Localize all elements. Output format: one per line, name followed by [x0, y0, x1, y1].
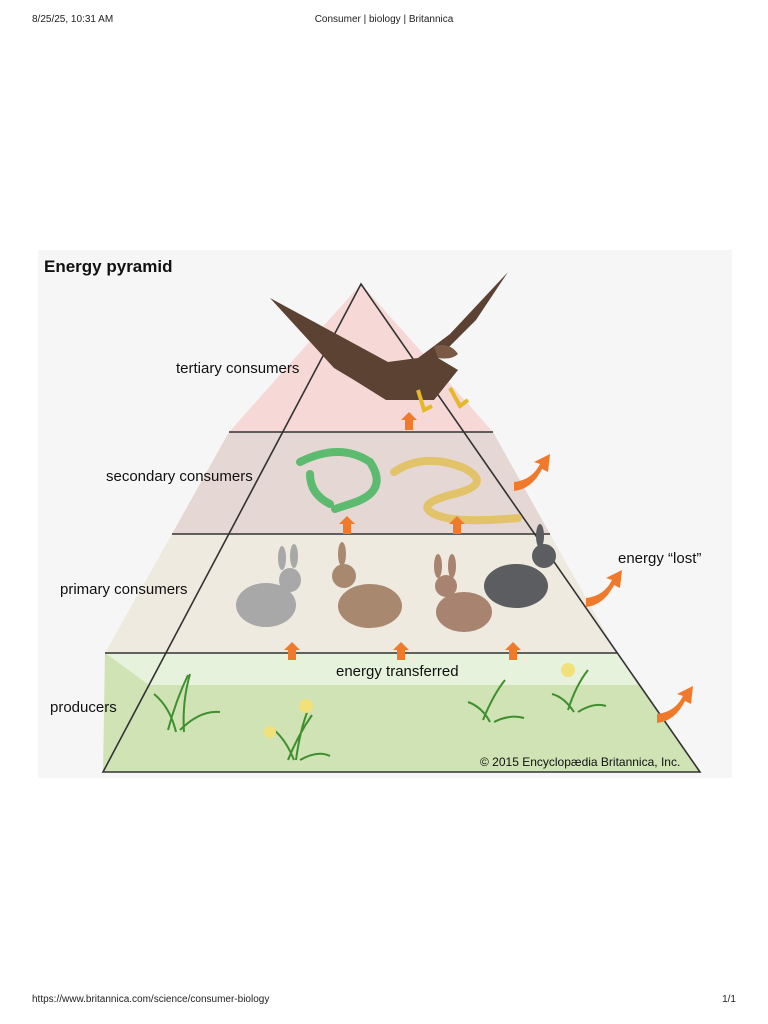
level-label-producers: producers [50, 699, 117, 716]
energy-lost-label: energy “lost” [618, 550, 701, 567]
energy-transferred-band [105, 653, 638, 685]
print-url: https://www.britannica.com/science/consu… [32, 994, 270, 1005]
up-arrow-icon [449, 516, 465, 534]
level-label-primary: primary consumers [60, 581, 188, 598]
energy-lost-arrows [514, 454, 693, 723]
curved-arrow-icon [514, 454, 550, 491]
up-arrow-icon [339, 516, 355, 534]
copyright-notice: © 2015 Encyclopædia Britannica, Inc. [480, 755, 680, 769]
print-page-title: Consumer | biology | Britannica [314, 14, 454, 25]
energy-pyramid-figure: Energy pyramid tertiary consumers second… [38, 250, 732, 778]
eagle-icon [270, 272, 508, 413]
level-label-tertiary: tertiary consumers [176, 360, 299, 377]
figure-title: Energy pyramid [44, 257, 173, 276]
curved-arrow-icon [586, 570, 622, 607]
dandelion-icon [264, 663, 575, 738]
up-arrow-icon [505, 642, 521, 660]
curved-arrow-icon [657, 686, 693, 723]
print-header: 8/25/25, 10:31 AM Consumer | biology | B… [0, 14, 768, 28]
grass-icon [153, 669, 607, 761]
secondary-level [172, 432, 550, 534]
up-arrow-icon [401, 412, 417, 430]
print-datetime: 8/25/25, 10:31 AM [32, 14, 114, 25]
up-arrow-icon [393, 642, 409, 660]
print-footer: https://www.britannica.com/science/consu… [0, 994, 768, 1008]
up-arrow-icon [284, 642, 300, 660]
energy-pyramid-diagram: Energy pyramid tertiary consumers second… [38, 250, 732, 778]
energy-transferred-label: energy transferred [336, 663, 459, 680]
level-label-secondary: secondary consumers [106, 468, 253, 485]
rabbit-icon [236, 524, 556, 632]
print-page-number: 1/1 [722, 994, 736, 1005]
energy-transferred-arrows [284, 412, 521, 660]
pyramid-outline [101, 282, 702, 773]
